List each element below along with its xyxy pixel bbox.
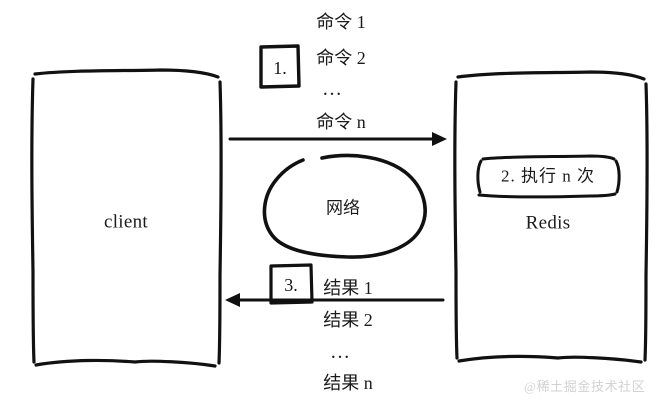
redis-execute-n-times-label: 2. 执行 n 次 bbox=[501, 166, 595, 186]
client-node-label: client bbox=[103, 211, 149, 233]
step-3-box-outline bbox=[269, 263, 314, 305]
network-blob-label: 网络 bbox=[326, 198, 360, 218]
redis-node-outline bbox=[453, 70, 649, 364]
result-label-1: 结果 1 bbox=[323, 278, 373, 298]
network-blob-outline bbox=[262, 153, 427, 259]
watermark-text: @稀土掘金技术社区 bbox=[524, 379, 646, 394]
result-label-n: 结果 n bbox=[323, 373, 373, 393]
command-label-2: 命令 2 bbox=[316, 48, 366, 68]
command-label-n: 命令 n bbox=[316, 112, 366, 132]
request-arrow bbox=[228, 132, 447, 146]
result-ellipsis: … bbox=[330, 341, 352, 363]
command-label-1: 命令 1 bbox=[316, 12, 366, 32]
response-arrow bbox=[225, 293, 445, 307]
result-label-2: 结果 2 bbox=[323, 310, 373, 330]
redis-inner-box-outline bbox=[476, 154, 621, 199]
redis-node-label: Redis bbox=[525, 212, 571, 234]
client-node-outline bbox=[30, 68, 223, 368]
command-ellipsis: … bbox=[322, 78, 344, 100]
step-3-number: 3. bbox=[284, 275, 298, 295]
step-1-box-outline bbox=[259, 44, 301, 89]
step-1-number: 1. bbox=[273, 58, 287, 78]
